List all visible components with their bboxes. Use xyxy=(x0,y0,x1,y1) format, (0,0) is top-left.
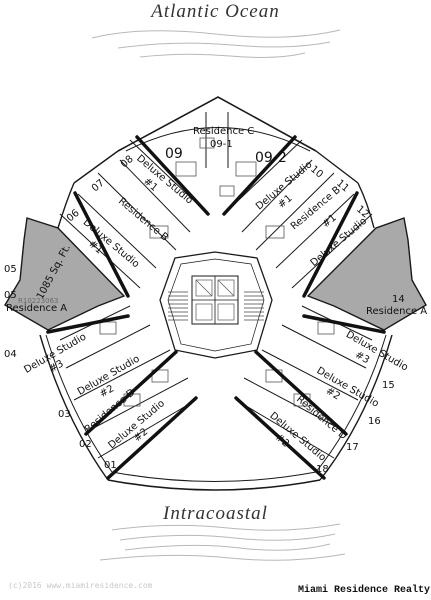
unit-number-05b: 05 xyxy=(4,290,17,301)
residence-c-label: Residence C xyxy=(193,126,254,137)
residence-c-sub: 09-1 xyxy=(210,139,233,150)
unit-number-15: 15 xyxy=(382,380,395,391)
unit-number-08: 08 xyxy=(119,154,136,171)
studio-16-label: Deluxe Studio xyxy=(315,365,381,409)
unit-number-06: 06 xyxy=(65,208,82,225)
residence-a-05-highlight xyxy=(4,217,126,331)
intracoastal-label: Intracoastal xyxy=(163,503,268,524)
unit-number-04: 04 xyxy=(4,349,17,360)
unit-number-14: 14 xyxy=(392,294,405,305)
unit-number-02: 02 xyxy=(79,439,92,450)
unit-number-09-2: 09-2 xyxy=(255,150,287,166)
unit-number-05: 05 xyxy=(4,264,17,275)
central-core xyxy=(159,251,273,359)
studio-12-number: #1 xyxy=(320,212,338,230)
atlantic-ocean-label: Atlantic Ocean xyxy=(151,1,280,22)
copyright-watermark: (c)2016 www.miamiresidence.com xyxy=(8,581,153,590)
unit-number-17: 17 xyxy=(346,442,359,453)
unit-number-18: 18 xyxy=(316,464,329,475)
listing-id-watermark: R10223063 xyxy=(18,297,59,305)
residence-a-right-label: Residence A xyxy=(366,306,427,317)
stair-right xyxy=(244,291,264,321)
studio-15-label: Deluxe Studio xyxy=(344,329,410,373)
ocean-waves xyxy=(91,29,341,58)
residence-a-14-highlight xyxy=(306,217,427,331)
stair-left xyxy=(168,291,188,321)
unit-number-03: 03 xyxy=(58,409,71,420)
unit-number-07: 07 xyxy=(90,178,107,195)
residence-b-right-label: Residence B xyxy=(289,184,343,232)
elevator-boxes xyxy=(195,279,235,321)
intracoastal-waves xyxy=(99,523,346,561)
residence-a-left-label: Residence A xyxy=(6,303,67,314)
unit-number-09: 09 xyxy=(165,146,183,162)
unit-number-01: 01 xyxy=(104,460,117,471)
thick-walls xyxy=(46,135,386,480)
realty-credit: Miami Residence Realty xyxy=(298,585,431,596)
unit-number-16: 16 xyxy=(368,416,381,427)
building-outline xyxy=(39,96,393,491)
